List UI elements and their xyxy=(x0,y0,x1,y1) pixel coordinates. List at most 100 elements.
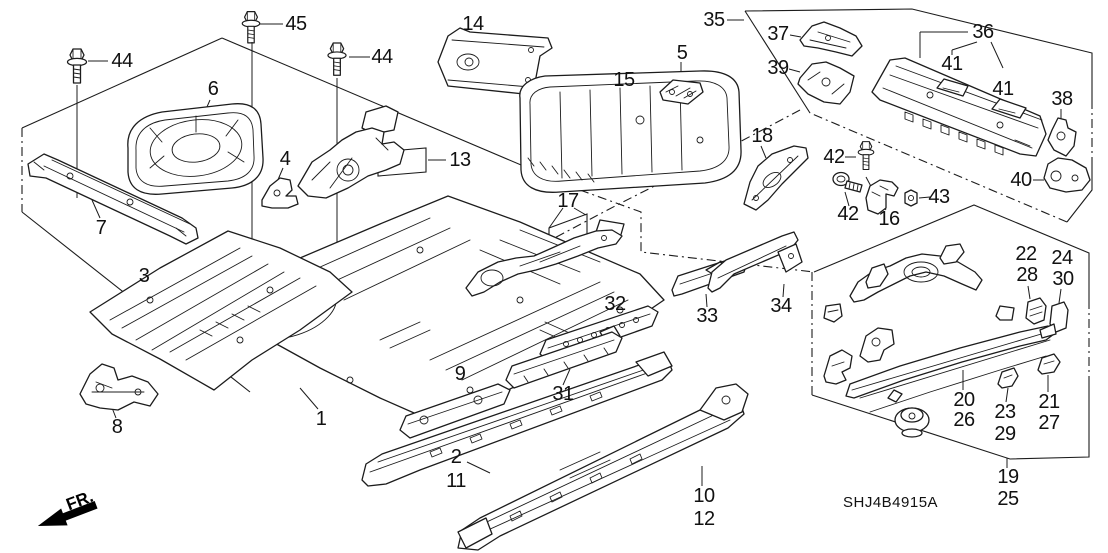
leader-layer-line xyxy=(951,41,978,51)
part-label-19-46: 19 xyxy=(997,466,1019,488)
leader-layer-line xyxy=(789,34,802,38)
part-39-bracket xyxy=(797,61,855,105)
part-label-31-31: 31 xyxy=(552,383,574,405)
bolt-44-right-icon xyxy=(327,42,347,76)
part-5-plate xyxy=(659,79,704,105)
boundary-35-left xyxy=(744,10,811,114)
leader-layer-line xyxy=(1027,285,1031,300)
part-label-38-13: 38 xyxy=(1051,88,1073,110)
leader-layer-line xyxy=(990,41,1004,69)
part-label-27-45: 27 xyxy=(1038,412,1060,434)
part-label-20-40: 20 xyxy=(953,389,975,411)
part-label-13-20: 13 xyxy=(449,149,471,171)
part-label-44-2: 44 xyxy=(371,46,393,68)
boundary-19-top xyxy=(813,204,1090,300)
part-19-25-group xyxy=(823,243,1069,438)
part-label-16-17: 16 xyxy=(878,208,900,230)
part-label-26-41: 26 xyxy=(953,409,975,431)
leader-layer-line xyxy=(91,199,101,219)
part-label-30-39: 30 xyxy=(1052,268,1074,290)
part-8-bracket xyxy=(79,363,159,411)
part-label-4-21: 4 xyxy=(279,148,291,170)
part-label-18-19: 18 xyxy=(751,125,773,147)
part-40-bracket xyxy=(1043,157,1091,193)
part-label-3-24: 3 xyxy=(138,265,150,287)
leader-layer-line xyxy=(918,196,931,199)
part-38-bracket xyxy=(1047,117,1077,157)
part-label-35-7: 35 xyxy=(703,9,725,31)
part-label-17-22: 17 xyxy=(557,190,579,212)
boundary-main-upper-left xyxy=(21,37,223,129)
part-label-21-44: 21 xyxy=(1038,391,1060,413)
part-label-8-25: 8 xyxy=(111,416,123,438)
part-label-28-37: 28 xyxy=(1016,264,1038,286)
group-parts xyxy=(27,21,1091,551)
part-label-44-1: 44 xyxy=(111,50,133,72)
bolt-45-icon xyxy=(241,11,261,44)
leader-layer-line xyxy=(1058,288,1062,304)
part-label-22-36: 22 xyxy=(1015,243,1037,265)
part-label-40-14: 40 xyxy=(1010,169,1032,191)
leader-layer-line xyxy=(705,293,708,308)
boundary-35-top xyxy=(744,8,1093,100)
part-9-rail xyxy=(399,383,511,439)
part-label-42-15: 42 xyxy=(823,146,845,168)
part-2-11-sill xyxy=(361,351,673,487)
part-label-14-4: 14 xyxy=(462,13,484,35)
part-4-bracket xyxy=(261,177,299,209)
screw-42-icon xyxy=(832,171,863,193)
part-label-32-30: 32 xyxy=(604,293,626,315)
leader-layer-line xyxy=(562,368,571,386)
part-7-crossmember xyxy=(27,153,199,245)
part-label-37-8: 37 xyxy=(767,23,789,45)
part-label-25-47: 25 xyxy=(997,488,1019,510)
leader-layer-line xyxy=(466,461,491,474)
part-41-strip-right xyxy=(991,98,1027,119)
fr-arrow-icon xyxy=(37,501,98,527)
part-label-7-23: 7 xyxy=(95,217,107,239)
part-18-plate xyxy=(743,145,809,211)
part-label-42-16: 42 xyxy=(837,203,859,225)
part-label-1-26: 1 xyxy=(315,408,327,430)
part-31-rail xyxy=(505,331,623,389)
part-label-41-11: 41 xyxy=(941,53,963,75)
group-fasteners xyxy=(66,11,918,207)
part-36-rear-panel xyxy=(871,57,1047,157)
part-label-15-5: 15 xyxy=(613,69,635,91)
leader-layer-line xyxy=(1005,387,1009,403)
part-label-36-10: 36 xyxy=(972,21,994,43)
part-label-10-34: 10 xyxy=(693,485,715,507)
part-14-bracket xyxy=(437,27,553,95)
part-label-23-42: 23 xyxy=(994,401,1016,423)
part-label-33-32: 33 xyxy=(696,305,718,327)
part-label-45-0: 45 xyxy=(285,13,307,35)
part-17-bracket xyxy=(465,219,625,297)
leader-layer-line xyxy=(844,191,850,207)
part-label-2-28: 2 xyxy=(450,446,462,468)
part-label-9-27: 9 xyxy=(454,363,466,385)
leader-layer-line xyxy=(573,207,587,216)
part-41-strip-left xyxy=(936,78,969,97)
part-label-24-38: 24 xyxy=(1051,247,1073,269)
leader-layer-line xyxy=(299,387,319,410)
part-label-12-35: 12 xyxy=(693,508,715,530)
part-13-bracket xyxy=(297,105,405,199)
part-label-41-12: 41 xyxy=(992,78,1014,100)
leader-layer-line xyxy=(760,145,767,159)
part-label-29-43: 29 xyxy=(994,423,1016,445)
part-label-5-6: 5 xyxy=(676,42,688,64)
part-label-43-18: 43 xyxy=(928,186,950,208)
bolt-42-icon xyxy=(857,141,875,171)
part-label-6-3: 6 xyxy=(207,78,219,100)
bolt-44-left-icon xyxy=(66,48,88,84)
leader-layer-line xyxy=(788,68,801,73)
part-10-12-sill xyxy=(457,383,749,551)
boundary-35-bottom xyxy=(809,112,1068,223)
part-34-crossmember xyxy=(707,231,803,293)
leader-layer-line xyxy=(548,207,564,229)
diagram-code: SHJ4B4915A xyxy=(843,494,939,511)
part-label-34-33: 34 xyxy=(770,295,792,317)
nut-43-icon xyxy=(904,189,918,207)
